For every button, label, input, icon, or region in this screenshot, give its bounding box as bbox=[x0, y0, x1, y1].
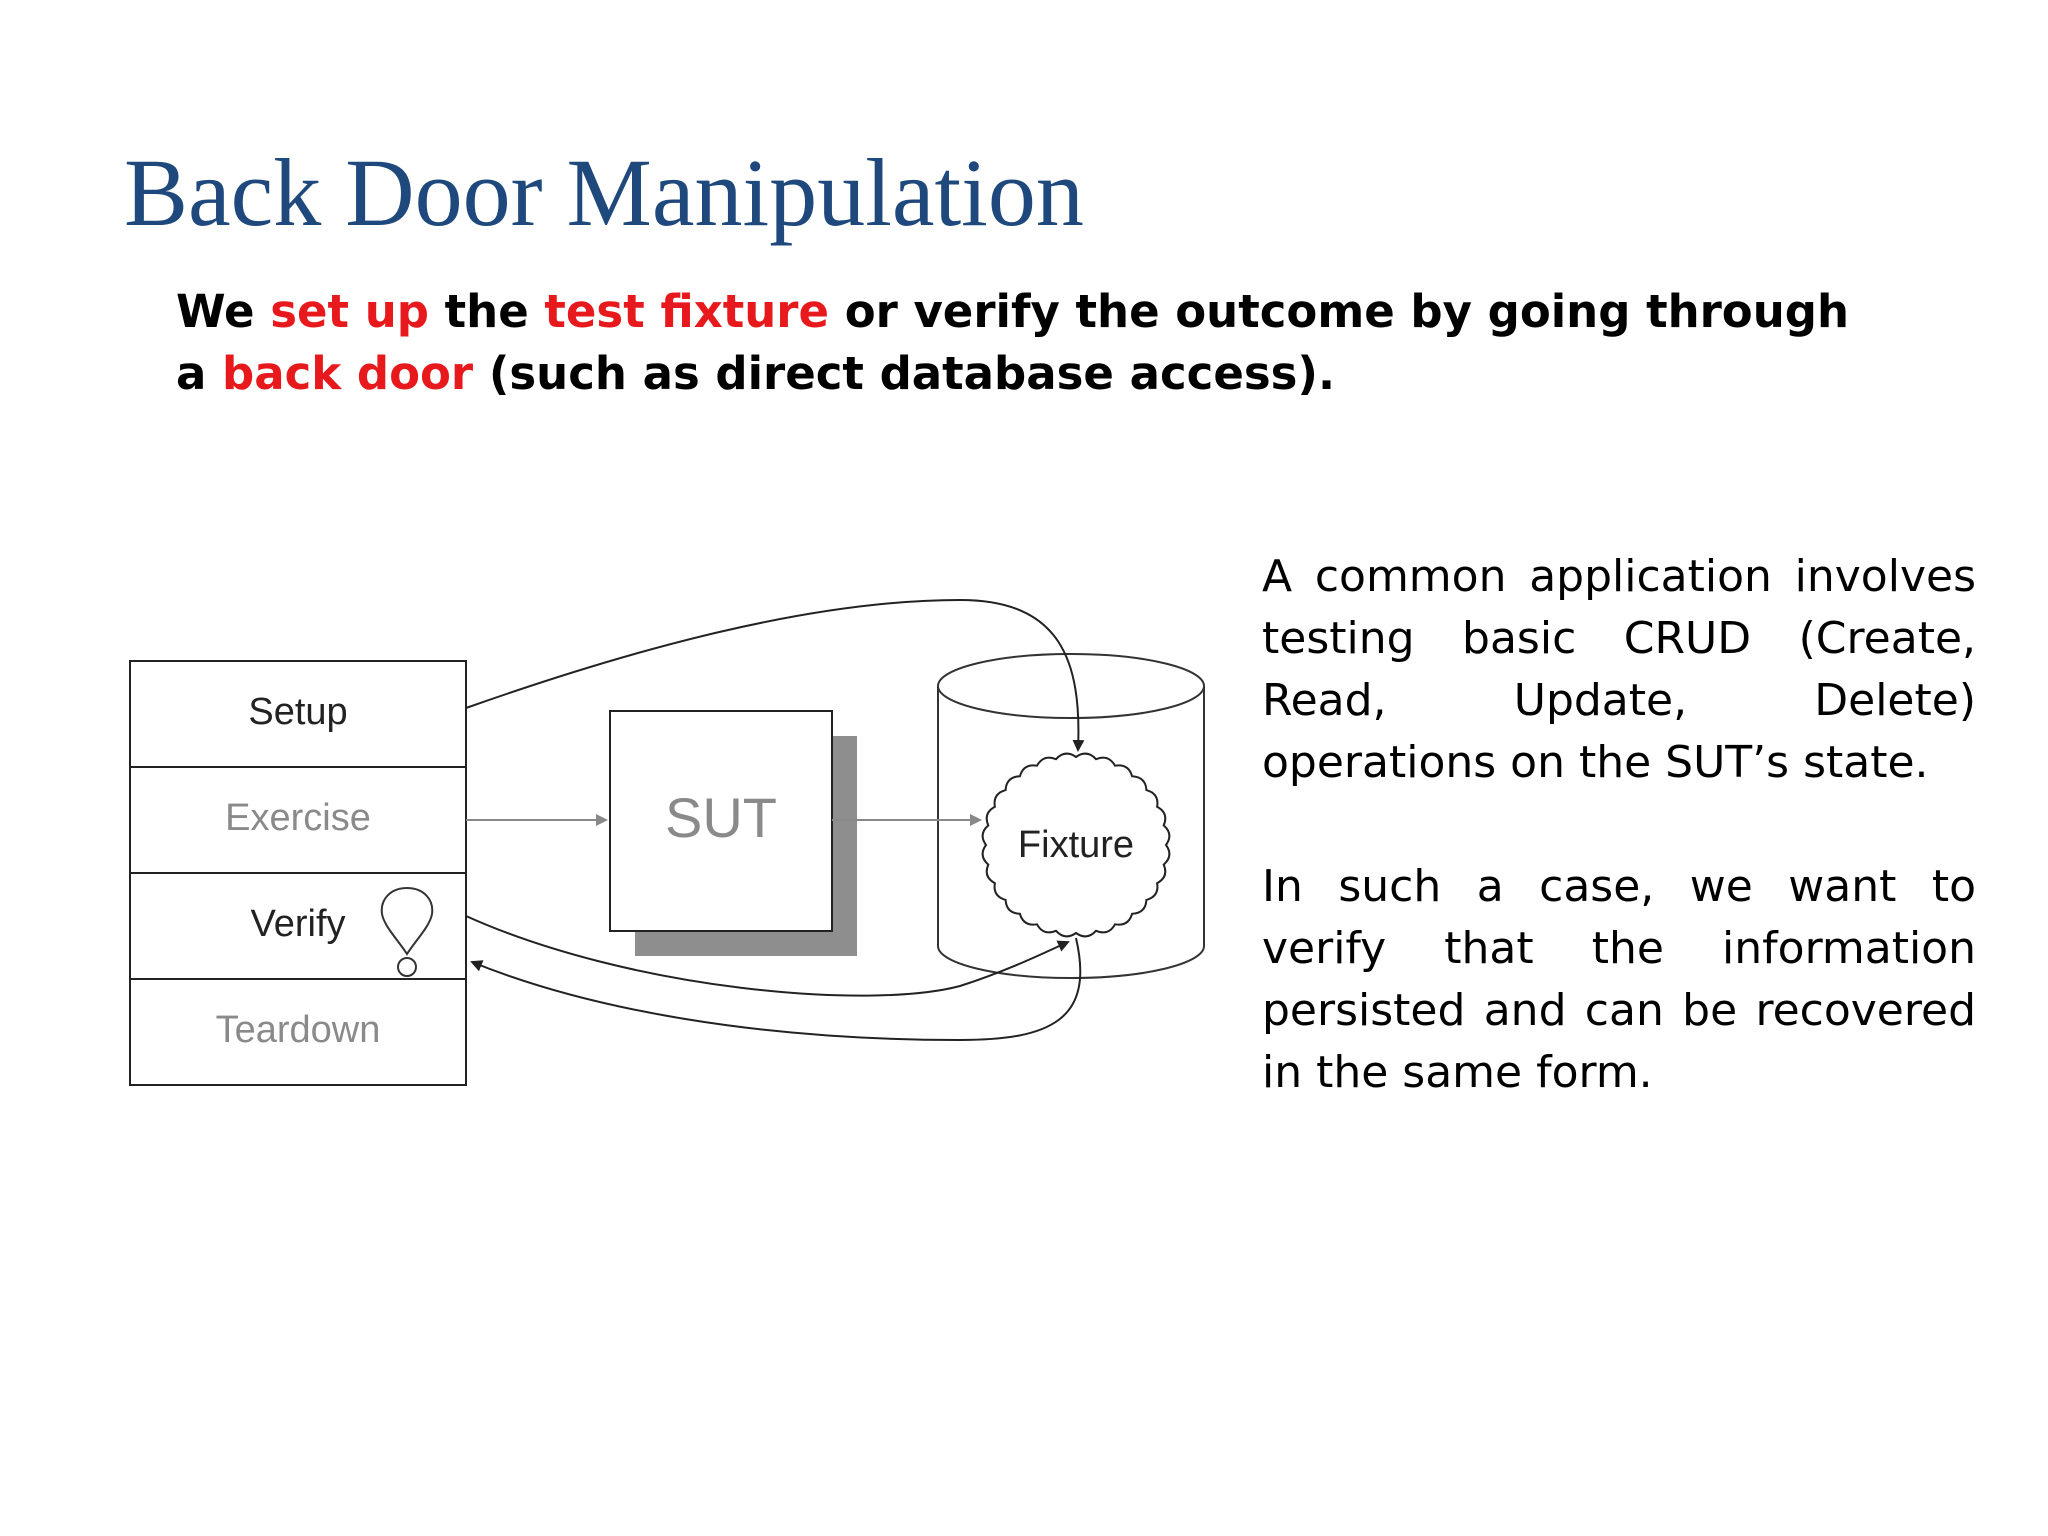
highlight-set-up: set up bbox=[270, 285, 429, 338]
fixture-label: Fixture bbox=[1018, 824, 1134, 866]
lead-text-1: We bbox=[176, 285, 255, 338]
back-door-diagram: Setup Exercise Verify Teardown SUT Fixtu… bbox=[129, 598, 1205, 1086]
phase-box-teardown bbox=[129, 978, 467, 1086]
explanation-text: A common application involves testing ba… bbox=[1262, 546, 1976, 1104]
fixture-cloud: Fixture bbox=[981, 752, 1171, 938]
phase-label-exercise: Exercise bbox=[225, 797, 371, 839]
lead-text-3: or verify the outcome by going through a bbox=[176, 285, 1850, 400]
arrow-fixture-to-verify bbox=[470, 937, 1082, 1042]
lead-statement: We set up the test fixture or verify the… bbox=[176, 281, 1856, 405]
explanation-paragraph-1: A common application involves testing ba… bbox=[1262, 551, 1976, 788]
phase-label-setup: Setup bbox=[248, 691, 347, 733]
phase-label-teardown: Teardown bbox=[216, 1009, 381, 1051]
phase-stack: Setup Exercise Verify Teardown bbox=[129, 660, 467, 1086]
phase-label-verify: Verify bbox=[250, 903, 345, 945]
slide-title: Back Door Manipulation bbox=[124, 139, 1084, 246]
lead-text-4: (such as direct database access). bbox=[488, 347, 1336, 400]
lead-text-2: the bbox=[444, 285, 529, 338]
phase-box-verify bbox=[129, 872, 467, 980]
arrow-verify-back-door bbox=[465, 915, 1070, 997]
sut-box: SUT bbox=[609, 710, 857, 956]
sut-label: SUT bbox=[665, 786, 777, 849]
arrow-setup-back-door bbox=[465, 598, 1085, 752]
exclamation-icon bbox=[380, 886, 434, 977]
explanation-paragraph-2: In such a case, we want to verify that t… bbox=[1262, 861, 1976, 1098]
highlight-back-door: back door bbox=[222, 347, 474, 400]
highlight-test-fixture: test fixture bbox=[544, 285, 830, 338]
sut-face bbox=[609, 710, 833, 932]
